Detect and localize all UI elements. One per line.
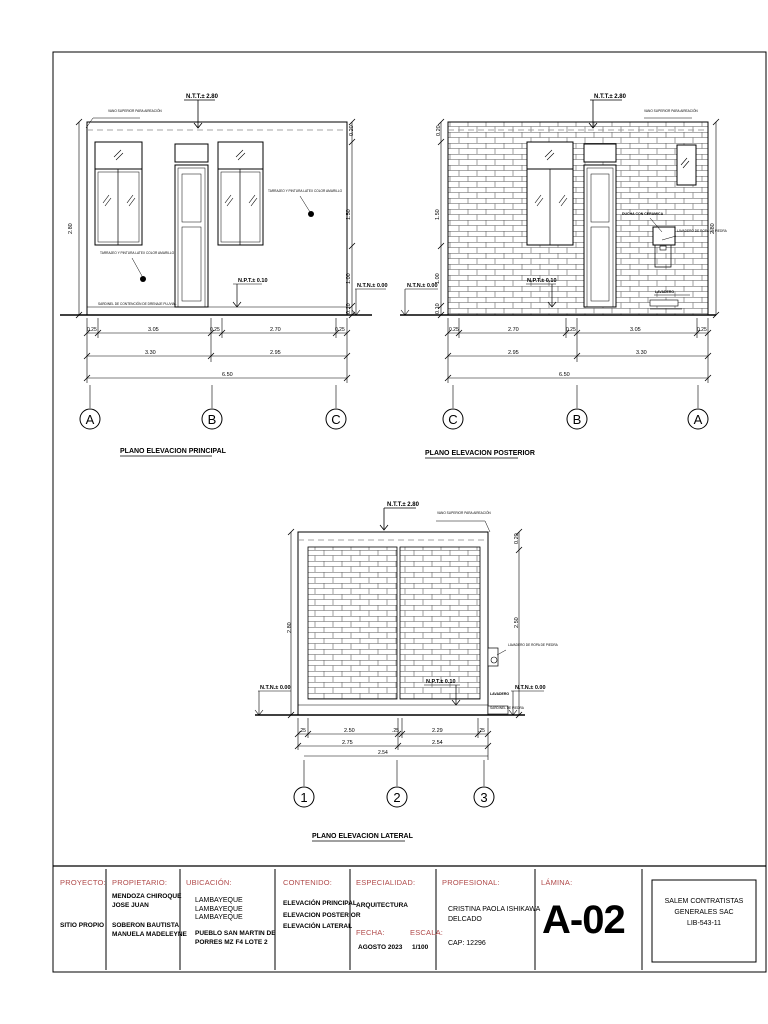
side-ntn-left-label: N.T.N.± 0.00 — [260, 685, 291, 691]
rear-title: PLANO ELEVACION POSTERIOR — [425, 450, 535, 457]
side-note-tank: LAVADERO DE ROPA DE PIEDRA — [508, 643, 559, 647]
front-dim-h1-2: 0.25 — [210, 327, 220, 333]
rear-small-window — [676, 144, 697, 186]
front-dim-h1-1: 3.05 — [148, 327, 159, 333]
rear-door — [583, 143, 617, 308]
side-dim-h1-1: 2.50 — [344, 728, 355, 734]
side-laundry-sink — [487, 647, 509, 715]
front-dim-total: 6.50 — [222, 372, 233, 378]
front-window-left — [94, 141, 143, 246]
rear-dim-h1-4: 0.25 — [697, 327, 707, 333]
front-dim-h1-4: 0.25 — [335, 327, 345, 333]
side-axis-3: 3 — [480, 790, 487, 805]
rear-dim-v-2: 1.00 — [435, 273, 441, 284]
rear-dim-v-0: 0.20 — [436, 125, 442, 136]
side-title: PLANO ELEVACION LATERAL — [312, 833, 414, 840]
front-dim-v-0: 0.20 — [349, 125, 355, 136]
rear-note-top: VANO SUPERIOR PARA AIREACIÓN — [644, 108, 698, 113]
front-door — [174, 143, 209, 308]
side-dim-h1-4: .25 — [478, 728, 485, 734]
side-dim-h1-0: .25 — [299, 728, 306, 734]
rear-ntt-label: N.T.T.± 2.80 — [594, 94, 627, 100]
title-block-grid — [105, 869, 757, 970]
rear-window — [526, 141, 574, 246]
side-dim-h1-3: 2.29 — [432, 728, 443, 734]
rear-dim-h2-0: 2.95 — [508, 350, 519, 356]
front-dim-h2-1: 2.95 — [270, 350, 281, 356]
front-dim-h2-0: 3.30 — [145, 350, 156, 356]
side-dim-total: 2.54 — [378, 750, 388, 756]
front-ntt-label: N.T.T.± 2.80 — [186, 94, 219, 100]
front-window-right — [217, 141, 264, 246]
rear-wall — [447, 121, 709, 316]
rear-dim-v-3: 0.10 — [435, 303, 441, 314]
front-dim-h1-0: 0.25 — [87, 327, 97, 333]
side-dim-v-1: 2.50 — [514, 617, 520, 628]
front-note-mid: TARRAJEO Y PINTURA LATEX COLOR AMARILLO — [268, 189, 343, 193]
rear-npt-label: N.P.T.± 0.10 — [527, 278, 557, 284]
sheet-border — [52, 51, 767, 973]
rear-dim-total: 6.50 — [559, 372, 570, 378]
side-note-drain: SARDINEL DE PIEDRA — [490, 706, 525, 710]
side-dim-height: 2.80 — [287, 622, 293, 633]
rear-laundry-sink — [649, 226, 682, 310]
front-title: PLANO ELEVACION PRINCIPAL — [120, 448, 227, 455]
side-dim-h2-1: 2.54 — [432, 740, 443, 746]
side-npt-label: N.P.T.± 0.10 — [426, 679, 456, 685]
rear-ntn-label: N.T.N.± 0.00 — [407, 283, 438, 289]
rear-note-sink: LAVADERO — [655, 290, 674, 294]
rear-axis-b: B — [573, 412, 582, 427]
rear-dim-v-1: 1.50 — [435, 209, 441, 220]
side-ntt-label: N.T.T.± 2.80 — [387, 502, 420, 508]
side-elevation: LAVADERO DE ROPA DE PIEDRA LAVADERO SARD… — [254, 502, 559, 842]
rear-axis-a: A — [694, 412, 703, 427]
front-note-top: VANO SUPERIOR PARA AIREACIÓN — [108, 108, 162, 113]
side-brick-right — [399, 546, 481, 700]
side-note-sink: LAVADERO — [490, 692, 509, 696]
rear-dim-h1-3: 3.05 — [630, 327, 641, 333]
side-dim-h1-2: .25 — [392, 728, 399, 734]
front-elevation: N.T.T.± 2.80 VANO SUPERIOR PARA AIREACIÓ… — [60, 94, 388, 457]
side-dim-v-0: 0.20 — [514, 533, 520, 544]
side-note-top: VANO SUPERIOR PARA AIREACIÓN — [437, 510, 491, 515]
front-ntn-label: N.T.N.± 0.00 — [357, 283, 388, 289]
side-axis-1: 1 — [300, 790, 307, 805]
rear-note-tank: LAVADERO DE ROPA DE PIEDRA — [677, 229, 728, 233]
front-dim-h1-3: 2.70 — [270, 327, 281, 333]
rear-dim-h2-1: 3.30 — [636, 350, 647, 356]
rear-dim-h1-0: 0.25 — [449, 327, 459, 333]
rear-dim-h1-2: 0.25 — [566, 327, 576, 333]
side-dim-h2-0: 2.75 — [342, 740, 353, 746]
front-axis-b: B — [208, 412, 217, 427]
rear-elevation: DUCHA CON CERAMICA LAVADERO DE ROPA DE P… — [400, 94, 728, 459]
front-axis-a: A — [86, 412, 95, 427]
rear-note-pipe: DUCHA CON CERAMICA — [622, 212, 664, 216]
front-dim-v-3: 0.10 — [346, 303, 352, 314]
side-axis-2: 2 — [393, 790, 400, 805]
front-dim-v-1: 1.50 — [346, 209, 352, 220]
front-dim-height: 2.80 — [68, 223, 74, 234]
front-note-left: TARRAJEO Y PINTURA LATEX COLOR AMARILLO — [100, 251, 175, 255]
rear-dim-h1-1: 2.70 — [508, 327, 519, 333]
side-brick-left — [307, 546, 398, 700]
front-axis-c: C — [331, 412, 340, 427]
rear-dim-height: 2.80 — [710, 223, 716, 234]
front-note-bottom: SARDINEL DE CONTENCIÓN DE DRENAJE PLUVIA… — [98, 301, 177, 306]
front-dim-v-2: 1.00 — [346, 273, 352, 284]
front-npt-label: N.P.T.± 0.10 — [238, 278, 268, 284]
rear-axis-c: C — [448, 412, 457, 427]
side-ntn-right-label: N.T.N.± 0.00 — [515, 685, 546, 691]
